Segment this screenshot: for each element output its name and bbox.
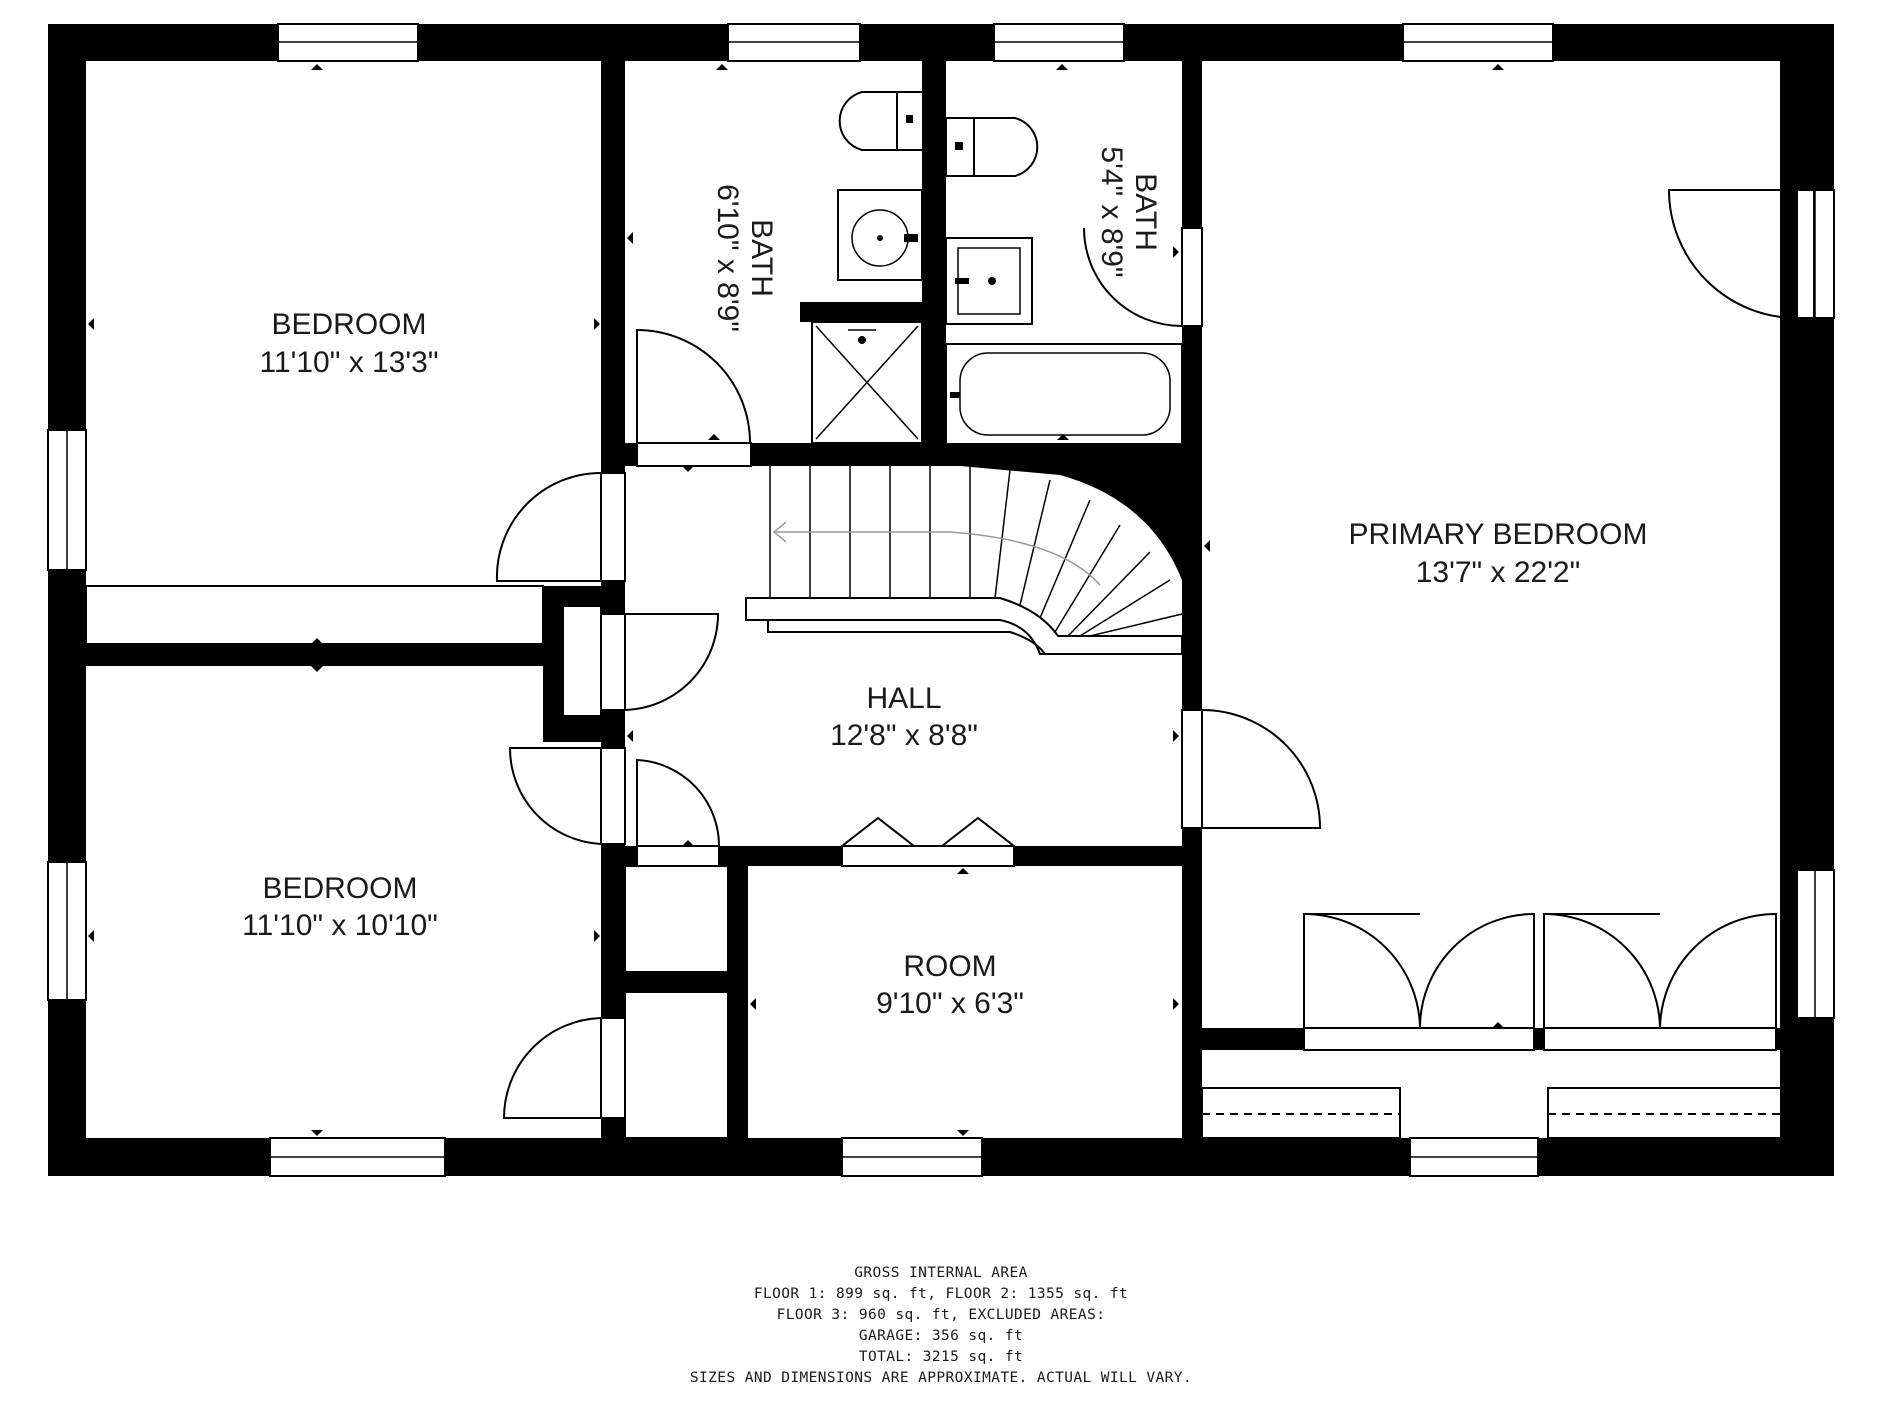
room-name-room: ROOM bbox=[903, 950, 996, 983]
room-dims-bedroom-top-left: 11'10" x 13'3" bbox=[260, 346, 439, 379]
room-dims-bath-2: 5'4" x 8'9" bbox=[1095, 146, 1128, 277]
footer-title: GROSS INTERNAL AREA bbox=[854, 1265, 1027, 1281]
room-name-bedroom-top-left: BEDROOM bbox=[271, 308, 426, 341]
dimension-ticks bbox=[88, 64, 1795, 1136]
room-name-hall: HALL bbox=[866, 682, 941, 715]
room-name-bedroom-bottom-left: BEDROOM bbox=[262, 872, 417, 905]
room-name-bath-2: BATH bbox=[1129, 173, 1162, 251]
room-labels: BEDROOM 11'10" x 13'3" BATH 6'10" x 8'9"… bbox=[242, 146, 1647, 1020]
staircase bbox=[745, 466, 1183, 655]
room-dims-bedroom-bottom-left: 11'10" x 10'10" bbox=[242, 909, 438, 942]
room-dims-primary-bedroom: 13'7" x 22'2" bbox=[1416, 556, 1581, 589]
room-name-bath-1: BATH bbox=[745, 219, 778, 297]
closet-shelves bbox=[85, 585, 1798, 1139]
doors bbox=[495, 189, 1815, 1119]
area-summary: GROSS INTERNAL AREA FLOOR 1: 899 sq. ft,… bbox=[690, 1265, 1192, 1386]
bath-2-fixtures bbox=[945, 117, 1183, 445]
footer-floor-3: FLOOR 3: 960 sq. ft, EXCLUDED AREAS: bbox=[777, 1307, 1106, 1323]
footer-garage: GARAGE: 356 sq. ft bbox=[859, 1328, 1023, 1344]
room-dims-room: 9'10" x 6'3" bbox=[876, 987, 1024, 1020]
footer-floor-1-2: FLOOR 1: 899 sq. ft, FLOOR 2: 1355 sq. f… bbox=[754, 1286, 1128, 1302]
footer-total: TOTAL: 3215 sq. ft bbox=[859, 1349, 1023, 1365]
room-dims-bath-1: 6'10" x 8'9" bbox=[711, 184, 744, 332]
room-name-primary-bedroom: PRIMARY BEDROOM bbox=[1349, 518, 1648, 551]
footer-disclaimer: SIZES AND DIMENSIONS ARE APPROXIMATE. AC… bbox=[690, 1370, 1192, 1386]
bath-1-fixtures bbox=[800, 91, 924, 444]
windows bbox=[47, 23, 1835, 1177]
room-dims-hall: 12'8" x 8'8" bbox=[830, 719, 978, 752]
